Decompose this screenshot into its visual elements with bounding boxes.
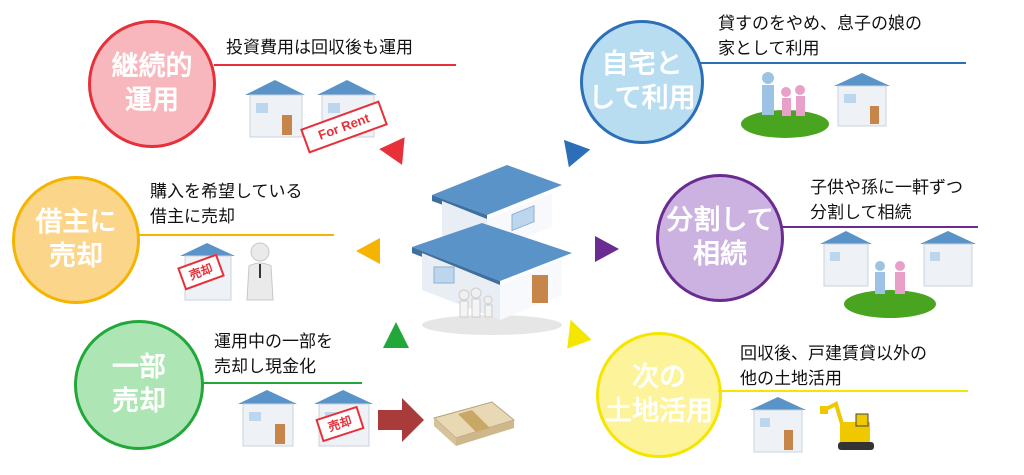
arrow-to-sell-tenant <box>356 238 380 264</box>
split-inherit-illustration <box>820 231 976 318</box>
partial-sale-circle: 一部 売却 <box>74 320 204 450</box>
next-land-illustration <box>750 397 874 453</box>
cash-bundle-icon <box>432 401 516 446</box>
next-land-use-circle: 次の 土地活用 <box>596 332 722 458</box>
arrow-right-icon <box>378 398 424 442</box>
own-use-illustration <box>741 72 890 138</box>
next-land-underline <box>718 390 968 392</box>
sell-to-tenant-circle: 借主に 売却 <box>12 176 140 304</box>
own-use-desc: 貸すのをやめ、息子の娘の 家として利用 <box>718 14 922 59</box>
center-house-illustration <box>412 165 572 335</box>
continue-operation-circle: 継続的 運用 <box>88 20 216 148</box>
split-inherit-underline <box>782 226 978 228</box>
own-use-underline <box>700 62 966 64</box>
next-land-use-desc: 回収後、戸建賃貸以外の 他の土地活用 <box>740 344 927 389</box>
split-inherit-circle: 分割して 相続 <box>656 174 784 302</box>
own-use-circle: 自宅と して利用 <box>580 20 704 144</box>
arrow-to-split-inherit <box>595 236 619 262</box>
continue-operation-desc: 投資費用は回収後も運用 <box>226 38 413 58</box>
split-inherit-desc: 子供や孫に一軒ずつ 分割して相続 <box>810 178 963 223</box>
partial-sale-houses-illustration <box>238 390 373 447</box>
arrow-to-partial-sale <box>383 322 409 348</box>
sell-to-tenant-desc: 購入を希望している 借主に売却 <box>150 182 303 227</box>
continue-underline <box>214 64 456 66</box>
partial-sale-underline <box>202 382 362 384</box>
sell-tenant-underline <box>138 234 334 236</box>
partial-sale-desc: 運用中の一部を 売却し現金化 <box>214 332 333 377</box>
